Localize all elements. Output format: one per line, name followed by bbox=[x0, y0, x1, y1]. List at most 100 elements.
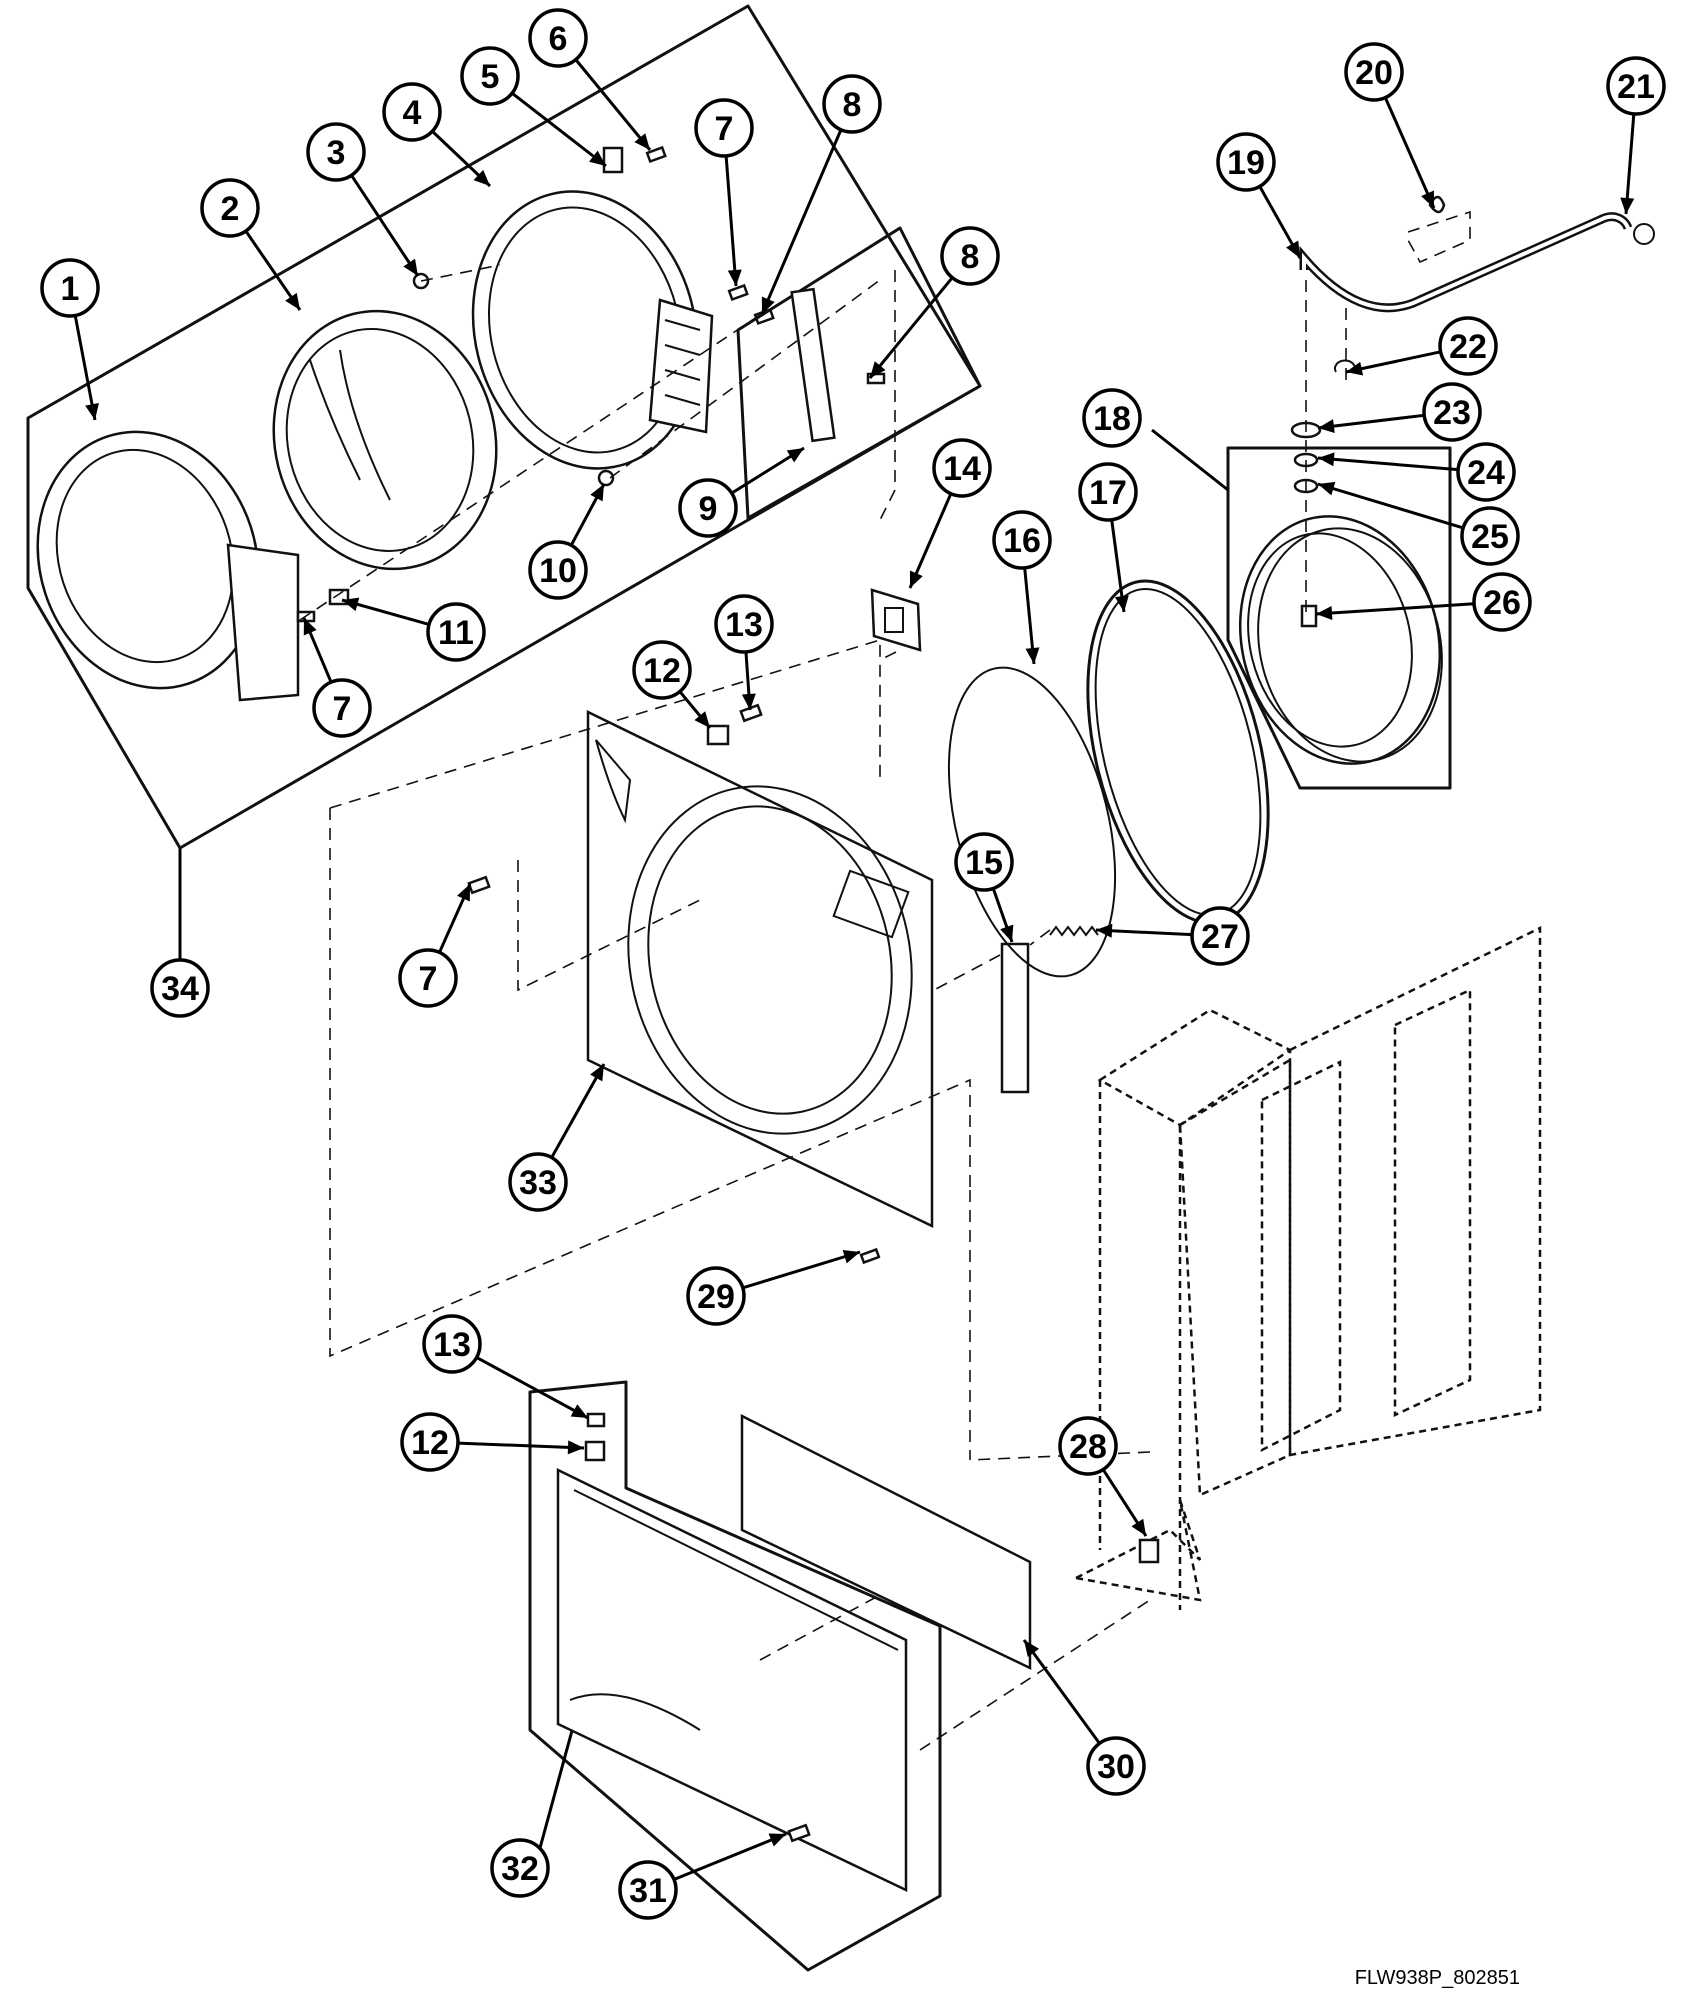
part-spring-27 bbox=[1049, 925, 1099, 937]
callout-label: 21 bbox=[1617, 68, 1655, 106]
leader-line-25 bbox=[1317, 482, 1464, 530]
callout-17: 17 bbox=[1078, 462, 1138, 522]
callout-circle bbox=[1216, 132, 1276, 192]
callout-circle bbox=[312, 678, 372, 738]
leader-line-33 bbox=[550, 1063, 606, 1159]
leader-line-1 bbox=[73, 315, 97, 421]
callout-12b: 12 bbox=[400, 1412, 460, 1472]
callout-circle bbox=[1086, 1736, 1146, 1796]
callout-circle bbox=[200, 178, 260, 238]
callout-label: 28 bbox=[1069, 1428, 1107, 1466]
callout-label: 13 bbox=[433, 1326, 471, 1364]
callout-12a: 12 bbox=[632, 640, 692, 700]
callout-circle bbox=[422, 1314, 482, 1374]
part-insulation-30 bbox=[740, 1413, 1032, 1670]
callout-label: 34 bbox=[161, 970, 199, 1008]
callout-7b: 7 bbox=[312, 678, 372, 738]
part-door-boot bbox=[1238, 515, 1443, 765]
callout-16: 16 bbox=[992, 510, 1052, 570]
callout-19: 19 bbox=[1216, 132, 1276, 192]
part-spacer-12a bbox=[706, 724, 730, 746]
callout-circle bbox=[398, 948, 458, 1008]
callout-label: 26 bbox=[1483, 584, 1521, 622]
drawing-number: FLW938P_802851 bbox=[1355, 1967, 1520, 1989]
arrowhead-4 bbox=[473, 169, 490, 186]
callout-32: 32 bbox=[490, 1838, 550, 1898]
leader-line-22 bbox=[1345, 350, 1441, 374]
callout-circle bbox=[686, 1266, 746, 1326]
callout-label: 29 bbox=[697, 1278, 735, 1316]
leader-line-6 bbox=[574, 58, 652, 151]
callout-circle bbox=[306, 122, 366, 182]
callout-30: 30 bbox=[1086, 1736, 1146, 1796]
callout-20: 20 bbox=[1344, 42, 1404, 102]
callout-circle bbox=[1078, 462, 1138, 522]
part-screw-29 bbox=[859, 1247, 881, 1265]
callout-label: 4 bbox=[403, 94, 422, 132]
callout-5: 5 bbox=[460, 46, 520, 106]
callout-circle bbox=[1460, 506, 1520, 566]
callout-18: 18 bbox=[1082, 388, 1142, 448]
guide-line bbox=[517, 860, 701, 992]
callout-label: 1 bbox=[61, 270, 80, 308]
leader-line-13b bbox=[475, 1356, 589, 1420]
arrowhead-26 bbox=[1316, 605, 1333, 620]
arrowhead-7a bbox=[727, 269, 742, 286]
leader-line-23 bbox=[1317, 413, 1425, 430]
callout-label: 20 bbox=[1355, 54, 1393, 92]
part-screw-13b bbox=[586, 1412, 606, 1428]
callout-13a: 13 bbox=[714, 594, 774, 654]
callout-label: 12 bbox=[411, 1424, 449, 1462]
hinge-subassembly-outline bbox=[736, 226, 982, 520]
callout-circle bbox=[508, 1152, 568, 1212]
guide-line bbox=[933, 954, 1001, 991]
arrowhead-28 bbox=[1131, 1518, 1146, 1536]
callout-1: 1 bbox=[40, 258, 100, 318]
arrowhead-14 bbox=[909, 570, 923, 588]
callout-label: 15 bbox=[965, 844, 1003, 882]
leader-line-29 bbox=[742, 1250, 861, 1290]
arrowhead-15 bbox=[1000, 924, 1014, 942]
callout-label: 18 bbox=[1093, 400, 1131, 438]
part-hinge-9 bbox=[790, 287, 836, 443]
callout-circle bbox=[940, 226, 1000, 286]
arrowhead-8b bbox=[870, 361, 886, 378]
callout-4: 4 bbox=[382, 82, 442, 142]
guide-line bbox=[299, 314, 761, 621]
callout-circle bbox=[426, 602, 486, 662]
arrowhead-12a bbox=[694, 711, 710, 728]
leader-line-8b bbox=[868, 276, 954, 379]
guide-line bbox=[329, 638, 881, 809]
arrowhead-16 bbox=[1025, 647, 1040, 664]
callout-circle bbox=[1058, 1416, 1118, 1476]
callout-label: 31 bbox=[629, 1872, 667, 1910]
arrowhead-9 bbox=[786, 448, 804, 463]
callout-24: 24 bbox=[1456, 442, 1516, 502]
guide-line bbox=[1029, 929, 1051, 946]
callout-label: 17 bbox=[1089, 474, 1127, 512]
leader-line-30 bbox=[1022, 1639, 1101, 1745]
part-toe-panel bbox=[556, 1467, 908, 1892]
leader-line-27 bbox=[1095, 928, 1193, 937]
arrowhead-7b bbox=[303, 618, 317, 636]
arrowhead-10 bbox=[590, 484, 604, 502]
arrowhead-33 bbox=[590, 1064, 604, 1082]
callout-21: 21 bbox=[1606, 56, 1666, 116]
callout-label: 13 bbox=[725, 606, 763, 644]
arrowhead-13b bbox=[570, 1404, 588, 1418]
arrowhead-31 bbox=[768, 1833, 786, 1847]
arrowhead-20 bbox=[1421, 190, 1434, 208]
leader-lines bbox=[73, 58, 1636, 1881]
callout-11: 11 bbox=[426, 602, 486, 662]
callout-7a: 7 bbox=[694, 98, 754, 158]
callout-label: 24 bbox=[1467, 454, 1505, 492]
guide-line bbox=[609, 279, 881, 479]
callout-circle bbox=[40, 258, 100, 318]
callout-29: 29 bbox=[686, 1266, 746, 1326]
callout-circle bbox=[954, 832, 1014, 892]
callout-circle bbox=[150, 958, 210, 1018]
leader-line-16 bbox=[1023, 567, 1036, 665]
part-door-glass bbox=[272, 309, 498, 571]
arrowhead-12b bbox=[567, 1440, 584, 1455]
